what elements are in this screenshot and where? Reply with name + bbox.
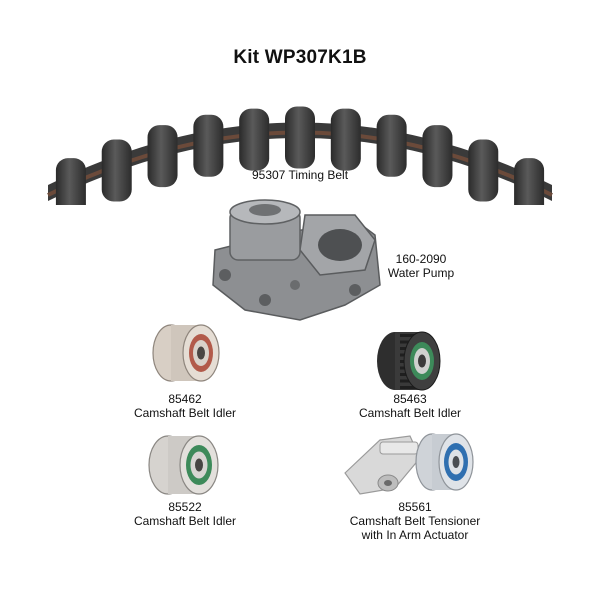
idler-85463-name: Camshaft Belt Idler (358, 406, 462, 420)
idler-85462-image (145, 322, 225, 384)
belt-tooth (330, 108, 361, 171)
water-pump-image (205, 190, 385, 325)
idler-85462-name: Camshaft Belt Idler (133, 406, 237, 420)
tensioner-85561-name-line2: with In Arm Actuator (361, 528, 469, 542)
gear-tooth (400, 334, 422, 337)
belt-tooth (55, 158, 86, 205)
gear-tooth (400, 386, 422, 389)
belt-tooth (285, 106, 315, 169)
timing-belt-image (0, 65, 600, 205)
tensioner-85561-name-line1: Camshaft Belt Tensioner (349, 514, 481, 528)
belt-tooth (239, 108, 270, 171)
idler-85463-caption: 85463 Camshaft Belt Idler (335, 392, 485, 420)
tensioner-85561-image (340, 428, 485, 500)
kit-title: Kit WP307K1B (233, 47, 367, 68)
idler-85522-image (142, 432, 224, 498)
idler-85463-image (370, 328, 446, 394)
idler-85522-number: 85522 (168, 500, 202, 514)
idler-85462-caption: 85462 Camshaft Belt Idler (110, 392, 260, 420)
idler-85463-number: 85463 (393, 392, 427, 406)
water-pump-number: 160-2090 (395, 252, 447, 266)
belt-tooth (101, 139, 132, 202)
idler-85522-name: Camshaft Belt Idler (133, 514, 237, 528)
tensioner-85561-number: 85561 (398, 500, 432, 514)
idler-85462-number: 85462 (168, 392, 202, 406)
belt-tooth (193, 114, 224, 177)
belt-tooth (422, 125, 453, 188)
belt-tooth (147, 125, 178, 188)
belt-tooth (468, 139, 499, 202)
water-pump-name: Water Pump (387, 266, 455, 280)
water-pump-caption: 160-2090 Water Pump (378, 252, 464, 280)
idler-85522-caption: 85522 Camshaft Belt Idler (110, 500, 260, 528)
belt-tooth (376, 114, 407, 177)
timing-belt-caption: 95307 Timing Belt (251, 168, 349, 182)
tensioner-85561-caption: 85561 Camshaft Belt Tensioner with In Ar… (320, 500, 510, 542)
belt-tooth (514, 158, 545, 205)
